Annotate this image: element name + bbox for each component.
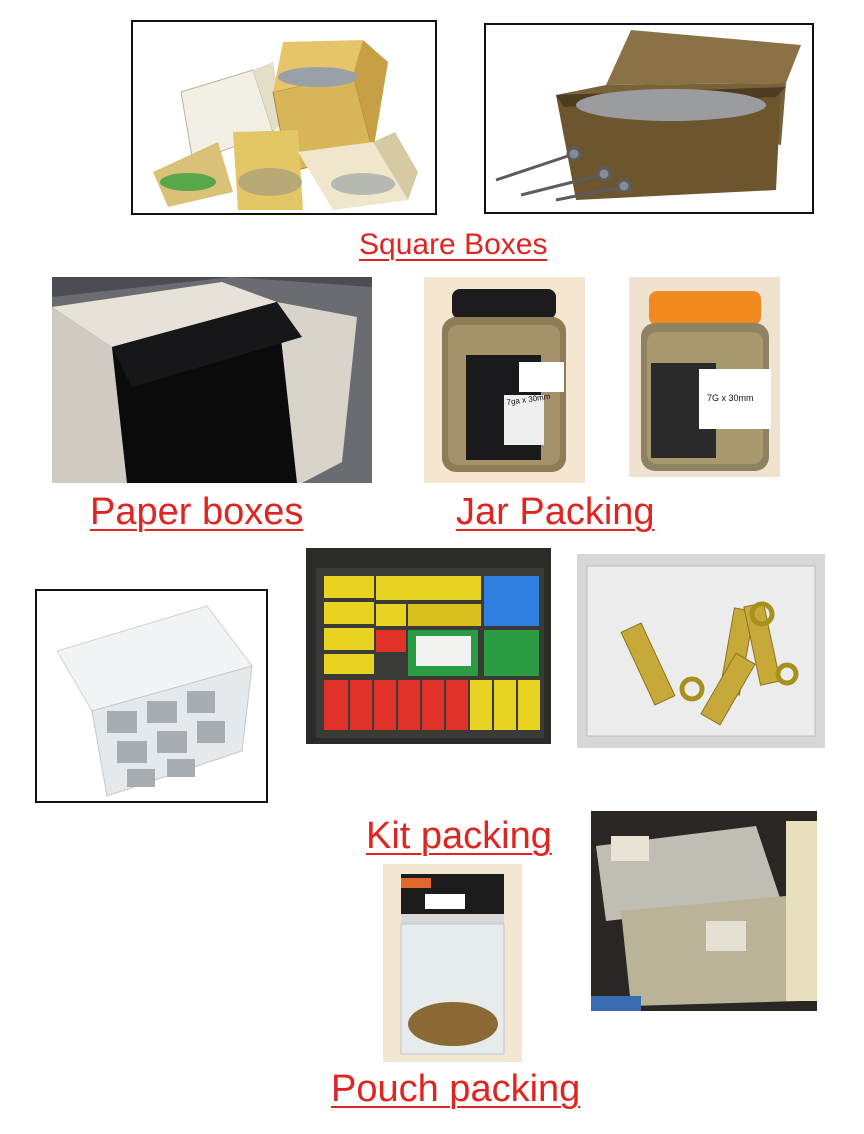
label-pouch-photo [383, 864, 522, 1062]
clear-organizer-kit-photo [35, 589, 268, 803]
open-boxes-photo [131, 20, 437, 215]
square-boxes-label: Square Boxes [359, 228, 548, 261]
black-lid-jar-photo: 7ga x 30mm [424, 277, 585, 483]
bulk-nut-bags-photo [591, 811, 817, 1011]
brown-box-photo [484, 23, 814, 214]
paper-box-photo [52, 277, 372, 483]
kit-packing-label: Kit packing [366, 815, 552, 857]
orange-lid-jar-photo: 7G x 30mm [629, 277, 780, 477]
bolt-pouch-photo [577, 554, 825, 748]
jar-packing-label: Jar Packing [456, 491, 655, 533]
jar2-label-text: 7G x 30mm [707, 393, 754, 403]
colored-organizer-kit-photo [306, 548, 551, 744]
paper-boxes-label: Paper boxes [90, 491, 304, 533]
pouch-packing-label: Pouch packing [331, 1068, 581, 1110]
